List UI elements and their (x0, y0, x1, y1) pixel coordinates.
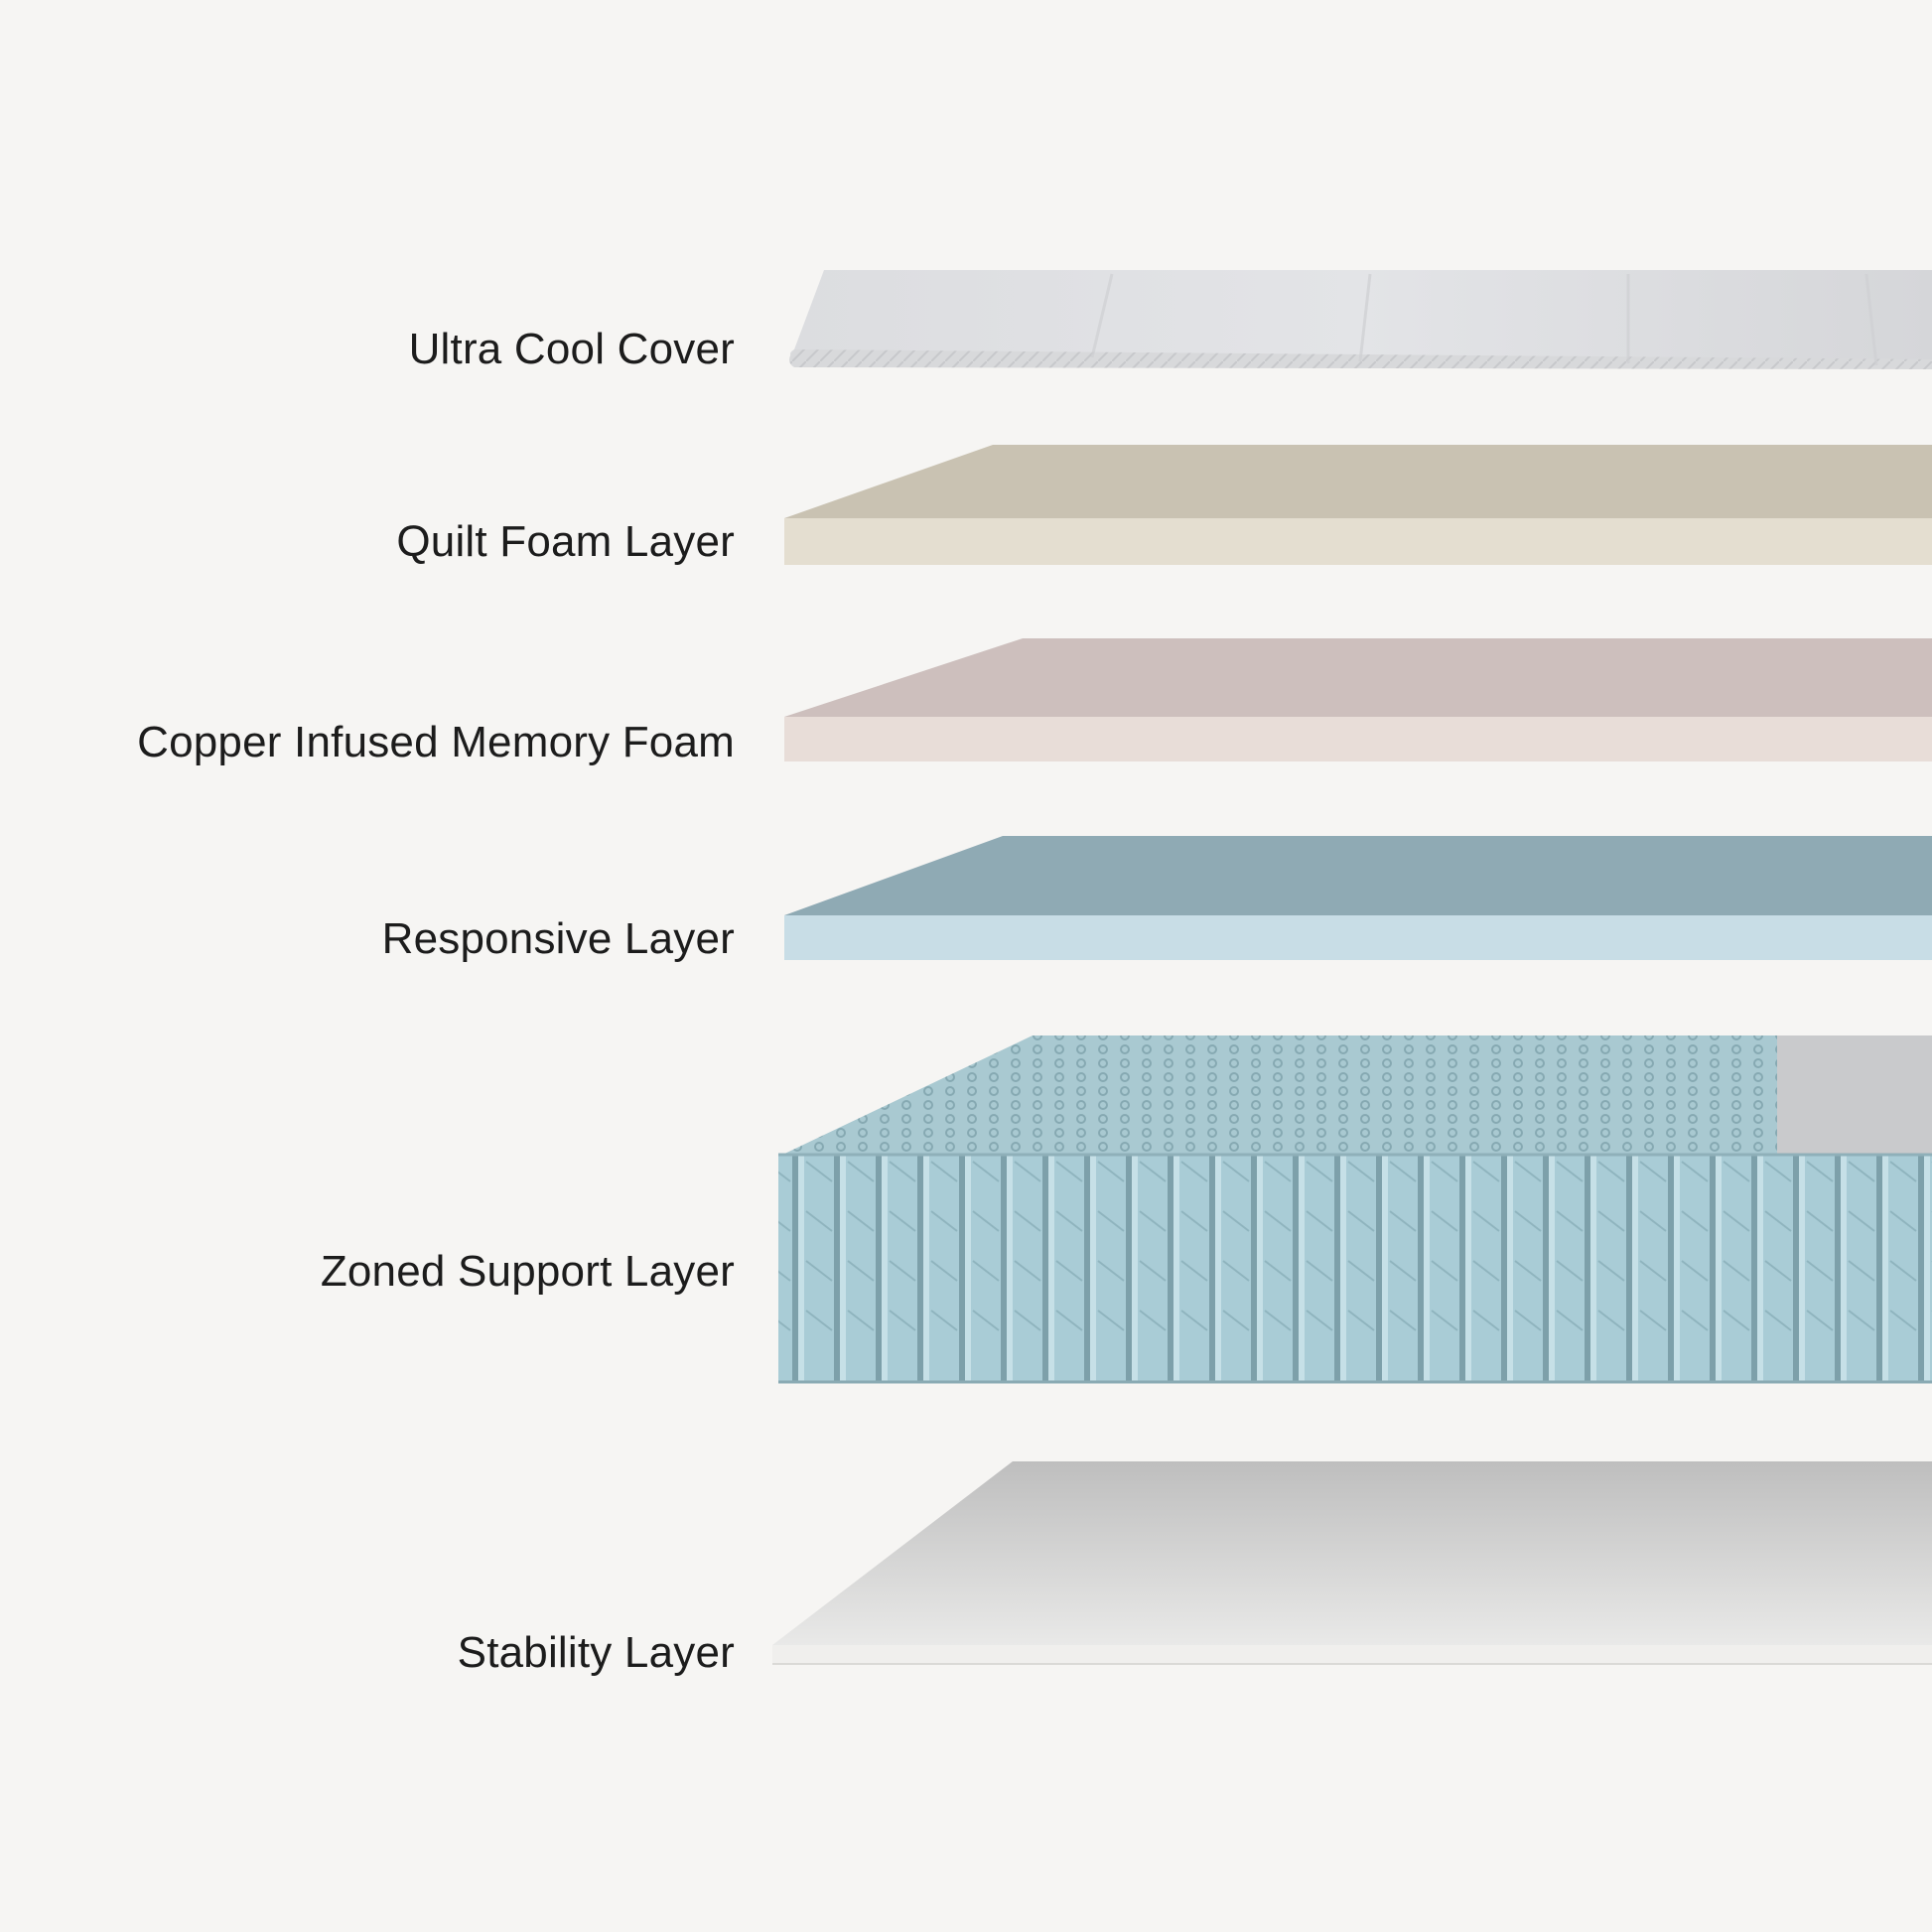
layer-label-copper-memory-foam: Copper Infused Memory Foam (137, 718, 735, 766)
stability-layer-slab (772, 1461, 1932, 1665)
layer-label-quilt-foam: Quilt Foam Layer (396, 517, 735, 566)
quilt-foam-slab (784, 445, 1932, 565)
layer-label-stability: Stability Layer (457, 1628, 735, 1677)
ultra-cool-cover-slab (789, 270, 1932, 369)
zoned-support-coils (778, 1035, 1932, 1384)
layer-label-zoned-support: Zoned Support Layer (320, 1247, 735, 1296)
layer-label-responsive: Responsive Layer (381, 914, 735, 963)
layer-label-ultra-cool-cover: Ultra Cool Cover (408, 325, 735, 373)
responsive-layer-slab (784, 836, 1932, 960)
copper-memory-foam-slab (784, 638, 1932, 761)
